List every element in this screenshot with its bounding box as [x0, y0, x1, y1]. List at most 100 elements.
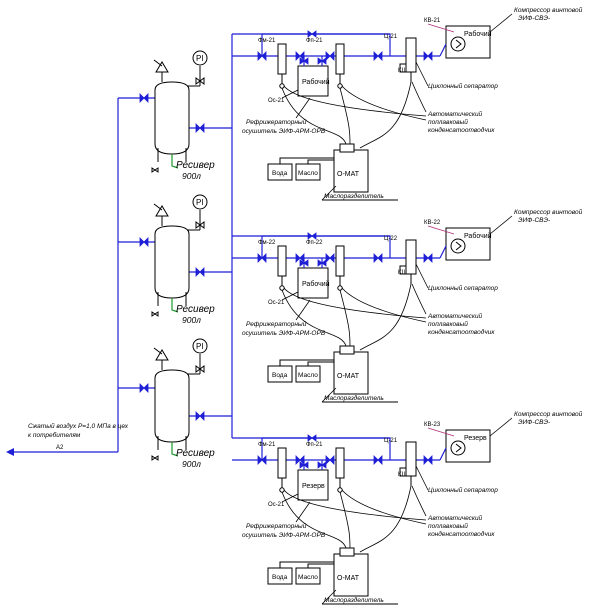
oil-pipe	[307, 159, 334, 164]
bypass-line	[261, 437, 391, 460]
os-tag: Ос-21	[268, 300, 285, 306]
cyclone-separator	[405, 37, 417, 73]
compressor-rotor-icon	[450, 36, 466, 52]
receiver-name: Ресивер	[176, 304, 215, 315]
bypass-valve	[307, 434, 317, 442]
filter-fp	[335, 447, 345, 479]
dryer-label-2: осушитель ЭИФ-АРМ-ОРВ	[242, 128, 326, 135]
drain-leader	[411, 283, 427, 315]
omat-cap	[339, 547, 355, 557]
drain-hose	[281, 87, 347, 145]
safety-valve-icon	[155, 349, 169, 361]
compressor-arrow-icon	[455, 241, 462, 251]
output-text-line2: к потребителям	[28, 431, 81, 439]
output-line-code: A2	[56, 445, 64, 451]
compressor-model: ЭИФ-СВЭ-	[518, 419, 551, 426]
compressor-model: ЭИФ-СВЭ-	[518, 217, 551, 224]
gauge-label: PI	[196, 198, 204, 207]
pressure-gauge-icon	[192, 338, 208, 354]
drain-label-2: поплавковый	[428, 118, 468, 126]
kv-leader	[427, 427, 455, 437]
drain-leader	[341, 287, 427, 323]
ksh-valve	[399, 63, 407, 73]
line-valve	[373, 455, 383, 465]
safety-valve-spring	[153, 59, 163, 67]
separator-leader	[415, 263, 429, 289]
compressor-label: Компрессор винтовой	[514, 6, 583, 14]
omat-label: O-MAT	[337, 575, 360, 582]
output-text-line1: Сжатый воздух P=1,0 МПа в цех	[28, 422, 129, 430]
filter-fm	[277, 447, 287, 479]
compressor-label: Компрессор винтовой	[514, 410, 583, 418]
separator-label: Циклонный сепаратор	[428, 486, 498, 494]
oil-pipe	[307, 563, 334, 568]
ksh-valve	[399, 467, 407, 477]
pressure-gauge-icon	[192, 50, 208, 66]
line-valve	[257, 51, 267, 61]
drain-label-3: конденсатоотводчик	[428, 328, 495, 336]
receiver-vessel	[154, 81, 190, 155]
drain-hose	[359, 485, 412, 553]
ts-tag: Ц-22	[384, 236, 398, 242]
filter-drain-icon	[337, 487, 343, 493]
compressor-outlet	[439, 447, 447, 461]
drain-label-3: конденсатоотводчик	[428, 530, 495, 538]
receiver-drain	[171, 442, 179, 457]
filter-fm	[277, 245, 287, 277]
receiver-drain-valve	[151, 167, 159, 173]
water-label: Вода	[272, 574, 288, 581]
compressor-arrow-icon	[455, 443, 462, 453]
receiver-vessel	[154, 369, 190, 443]
receiver-drain-valve	[151, 311, 159, 317]
filter-fp	[335, 245, 345, 277]
water-label: Вода	[272, 170, 288, 177]
receiver-vessel	[154, 225, 190, 299]
refrigerated-dryer	[297, 469, 329, 501]
filter-drain-icon	[279, 285, 285, 291]
gauge-valve	[195, 365, 205, 373]
safety-valve-icon	[155, 205, 169, 217]
kv-tag: КВ-23	[424, 422, 441, 428]
bypass-line	[261, 33, 391, 56]
line-valve	[373, 51, 383, 61]
oil-label: Масло	[298, 372, 318, 379]
receiver-volume: 900л	[182, 459, 201, 469]
gauge-label: PI	[196, 342, 204, 351]
oil-separator-label: Маслоразделитель	[324, 596, 384, 604]
kv-tag: КВ-22	[424, 220, 441, 226]
oil-pipe	[307, 361, 334, 366]
drain-hose	[281, 289, 347, 347]
main-valves	[139, 93, 205, 421]
dryer-label-2: осушитель ЭИФ-АРМ-ОРВ	[242, 532, 326, 539]
dryer-valve	[317, 461, 327, 469]
cyclone-separator	[405, 441, 417, 477]
omat-label: O-MAT	[337, 171, 360, 178]
filter-drain-icon	[279, 487, 285, 493]
omat-cap	[339, 143, 355, 153]
receiver-drain	[171, 154, 179, 169]
line-valve	[295, 455, 305, 465]
safety-valve-spring	[153, 347, 163, 355]
compressor-label: Компрессор винтовой	[514, 208, 583, 216]
dryer-leader	[295, 299, 311, 321]
gauge-valve	[195, 221, 205, 229]
dryer-valve	[317, 57, 327, 65]
gauge-label: PI	[196, 54, 204, 63]
line-valve	[295, 253, 305, 263]
kv-tag: КВ-21	[424, 18, 441, 24]
filter-fp	[335, 43, 345, 75]
line-valve	[325, 51, 335, 61]
fm-tag: Фм-21	[258, 442, 276, 448]
bypass-line	[261, 235, 391, 258]
os-tag: Ос-21	[268, 98, 285, 104]
drain-hose	[281, 491, 347, 549]
os-tag: Ос-21	[268, 502, 285, 508]
line-valve	[325, 455, 335, 465]
compressor-leader	[489, 417, 513, 437]
drain-hose	[339, 491, 351, 549]
filter-fm	[277, 43, 287, 75]
line-valve	[325, 253, 335, 263]
kv-leader	[427, 225, 455, 235]
